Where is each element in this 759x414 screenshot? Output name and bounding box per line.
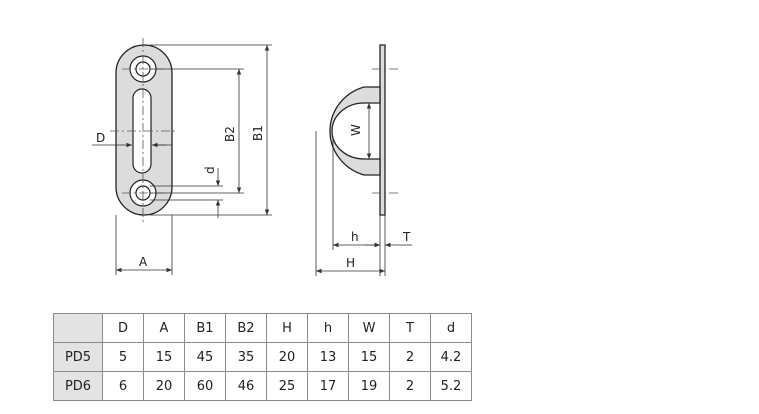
label-A: A [139, 255, 148, 269]
table-cell: 20 [266, 342, 308, 372]
table-cell: 35 [225, 342, 267, 372]
column-header: d [430, 313, 472, 343]
table-corner-cell [53, 313, 103, 343]
table-row: PD5 5 15 45 35 20 13 15 2 4.2 [53, 342, 472, 372]
table-cell: 15 [348, 342, 390, 372]
column-header: H [266, 313, 308, 343]
column-header: B1 [184, 313, 226, 343]
spec-table: D A B1 B2 H h W T d PD5 5 15 45 35 20 13… [53, 313, 472, 401]
table-cell: 19 [348, 371, 390, 401]
table-header-row: D A B1 B2 H h W T d [53, 313, 472, 343]
table-cell: 45 [184, 342, 226, 372]
label-T: T [402, 230, 411, 244]
dim-d: d [150, 166, 223, 218]
table-cell: 25 [266, 371, 308, 401]
column-header: B2 [225, 313, 267, 343]
table-cell: 46 [225, 371, 267, 401]
table-cell: 13 [307, 342, 349, 372]
column-header: T [389, 313, 431, 343]
table-cell: 4.2 [430, 342, 472, 372]
column-header: A [143, 313, 185, 343]
label-B1: B1 [251, 125, 265, 141]
u-loop [329, 86, 381, 176]
label-H: H [346, 256, 355, 270]
label-D: D [96, 131, 105, 145]
table-cell: 2 [389, 371, 431, 401]
side-plate [379, 44, 386, 216]
dim-H: H [315, 131, 385, 276]
dim-T: T [365, 215, 412, 276]
table-cell: 15 [143, 342, 185, 372]
column-header: h [307, 313, 349, 343]
dim-D: D [92, 131, 172, 148]
table-cell: 60 [184, 371, 226, 401]
label-B2: B2 [223, 126, 237, 142]
dim-A: A [115, 215, 173, 275]
front-view [110, 38, 176, 224]
side-view [329, 44, 398, 216]
table-cell: 6 [102, 371, 144, 401]
table-cell: 20 [143, 371, 185, 401]
table-cell: 5.2 [430, 371, 472, 401]
dim-B1: B1 [150, 44, 272, 216]
table-cell: 17 [307, 371, 349, 401]
column-header: W [348, 313, 390, 343]
table-cell: 5 [102, 342, 144, 372]
label-h: h [351, 230, 359, 244]
table-row: PD6 6 20 60 46 25 17 19 2 5.2 [53, 371, 472, 401]
row-header: PD5 [53, 342, 103, 372]
table-cell: 2 [389, 342, 431, 372]
column-header: D [102, 313, 144, 343]
dim-W: W [349, 103, 372, 159]
label-W: W [349, 124, 363, 136]
technical-drawing: D A B1 B2 d W [92, 38, 412, 276]
label-d: d [203, 166, 217, 174]
row-header: PD6 [53, 371, 103, 401]
dim-B2: B2 [150, 68, 244, 194]
